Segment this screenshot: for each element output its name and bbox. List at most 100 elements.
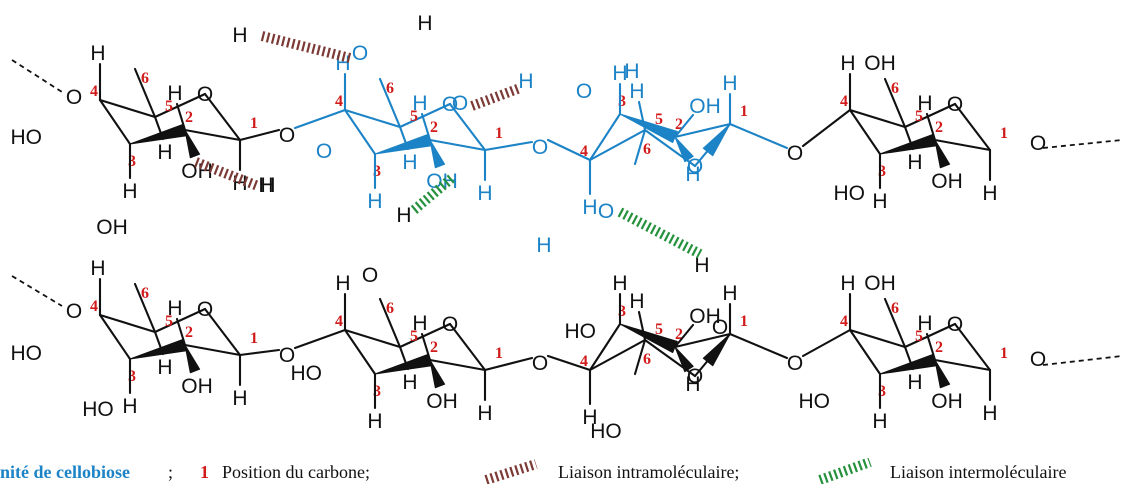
upper-ring-3-bond-c1-o bbox=[702, 123, 731, 157]
lower-ring-4-bond-c4-c5 bbox=[848, 328, 907, 349]
upper-ring-4-bond-o5-c1 bbox=[953, 102, 992, 152]
lower-ring-4-o3: HO bbox=[799, 390, 831, 413]
upper-ring-1-o2: OH bbox=[181, 160, 213, 183]
lower-ring-2-h-inter: H bbox=[396, 204, 411, 227]
upper-ring-3-bond-c4-c5 bbox=[588, 128, 647, 162]
lower-ring-2-bond-c5-c6 bbox=[378, 297, 402, 349]
upper-ring-1-h2: H bbox=[167, 82, 182, 105]
upper-ring-2-bond-c2-oh bbox=[429, 139, 446, 169]
lower-ring-2-bond-c5-h bbox=[398, 345, 410, 371]
lower-ring-1-c1-number: 1 bbox=[250, 330, 258, 347]
lower-ring-2-c5-number: 5 bbox=[410, 328, 418, 345]
lower-ring-1-c2-number: 2 bbox=[185, 324, 193, 341]
upper-ring-1-bond-c2-c1 bbox=[183, 128, 242, 142]
upper-ring-2-h6: H bbox=[417, 12, 432, 35]
upper-ring-3-bond-c5-h bbox=[637, 100, 647, 132]
lower-ring-4-c1-number: 1 bbox=[1000, 345, 1008, 362]
intramolecular-bond-3 bbox=[470, 83, 522, 111]
lower-ring-4-c3-number: 3 bbox=[878, 383, 886, 400]
upper-ring-3-c6-number: 6 bbox=[643, 141, 651, 158]
upper-right-o: O bbox=[1030, 132, 1046, 155]
lower-ring-3-h5: H bbox=[629, 290, 644, 313]
lower-ring-1-bond-o5-c1 bbox=[203, 307, 242, 357]
upper-ring-4-o6: OH bbox=[864, 52, 896, 75]
upper-ring-2-h3: H bbox=[367, 190, 382, 213]
upper-ring-3-h1: H bbox=[722, 72, 737, 95]
upper-ring-1-bond-c4-c5 bbox=[98, 98, 157, 119]
lower-glyco-3-oxygen: O bbox=[787, 352, 803, 375]
lower-ring-1-h1: H bbox=[232, 387, 247, 410]
upper-ring-3-o2: O bbox=[598, 200, 614, 223]
lower-ring-3-ring-oxygen: O bbox=[687, 365, 703, 388]
lower-ring-4-bond-o5-c1 bbox=[953, 322, 992, 372]
lower-ring-2-h5: H bbox=[402, 371, 417, 394]
lower-ring-4-bond-c5-o5 bbox=[903, 322, 957, 349]
lower-ring-4-h3: H bbox=[872, 410, 887, 433]
lower-ring-3-bond-c4-c5 bbox=[588, 338, 647, 372]
upper-ring-2-h2: H bbox=[412, 92, 427, 115]
upper-glyco-3-bond-right bbox=[801, 108, 852, 148]
upper-ring-1-h3: H bbox=[122, 180, 137, 203]
lower-glyco-1-bond-left bbox=[238, 348, 281, 357]
lower-ring-4-c6-number: 6 bbox=[891, 300, 899, 317]
lower-ring-4-bond-c5-h bbox=[903, 345, 915, 371]
lower-ring-1-h5: H bbox=[157, 356, 172, 379]
lower-right-o: O bbox=[1030, 348, 1046, 371]
lower-ring-3-c5-number: 5 bbox=[655, 321, 663, 338]
upper-ring-1-bond-c5-c6 bbox=[133, 67, 157, 119]
lower-ring-1-bond-c5-h bbox=[153, 330, 165, 356]
upper-ring-2-bond-c5-o5 bbox=[398, 102, 452, 129]
upper-ring-4-bond-c2-c1 bbox=[933, 138, 992, 152]
upper-ring-1-bond-c2-h bbox=[175, 102, 187, 132]
upper-ring-4-h4: H bbox=[840, 52, 855, 75]
lower-ring-2-h4: H bbox=[335, 272, 350, 295]
upper-ring-2-bond-o5-c1 bbox=[448, 102, 487, 152]
upper-ring-1-bond-o5-c1 bbox=[203, 92, 242, 142]
upper-ring-2-h1: H bbox=[477, 182, 492, 205]
upper-ring-2-bond-c4-c3 bbox=[343, 108, 377, 156]
lower-ring-4-bond-c5-c6 bbox=[883, 297, 907, 349]
upper-ring-4-bond-c4-c3 bbox=[848, 108, 882, 156]
upper-ring-3-c2-number: 2 bbox=[675, 116, 683, 133]
upper-glyco-3-oxygen: O bbox=[787, 142, 803, 165]
upper-ring-3-h-link: H bbox=[518, 70, 533, 93]
upper-ring-3-bond-c2-c1 bbox=[673, 122, 732, 139]
lower-ring-1-bond-c4-c5 bbox=[98, 313, 157, 334]
upper-ring-2-c4-number: 4 bbox=[335, 93, 343, 110]
upper-ring-1-h-intra: H bbox=[232, 24, 247, 47]
lower-ring-3-bond-c2-c1 bbox=[673, 332, 732, 349]
upper-glyco-3-bond-left bbox=[728, 122, 789, 150]
lower-ring-1-o6: HO bbox=[82, 398, 114, 421]
lower-ring-1-bond-c2-c1 bbox=[183, 343, 242, 357]
lower-ring-1-c5-number: 5 bbox=[165, 313, 173, 330]
upper-ring-2-bond-c5-c6 bbox=[378, 77, 402, 129]
upper-ring-2-h5: H bbox=[402, 151, 417, 174]
upper-ring-3-o2: OH bbox=[689, 95, 721, 118]
lower-ring-4-c5-number: 5 bbox=[915, 328, 923, 345]
lower-ring-3-bond-c5-h bbox=[637, 310, 647, 342]
upper-ring-2-c5-number: 5 bbox=[410, 108, 418, 125]
upper-ring-4-h1: H bbox=[982, 182, 997, 205]
lower-ring-1-o3: HO bbox=[11, 342, 43, 365]
upper-ring-2-o2: OH bbox=[426, 170, 458, 193]
legend-separator: ; bbox=[168, 462, 174, 482]
upper-ring-4-bond-c4-c5 bbox=[848, 108, 907, 129]
lower-ring-3-c6-number: 6 bbox=[643, 351, 651, 368]
lower-ring-1-ring-oxygen: O bbox=[197, 298, 213, 321]
upper-ring-4-bond-c2-h bbox=[925, 112, 937, 142]
upper-ring-3-h6: H bbox=[624, 60, 639, 83]
lower-ring-1-bond-c4-c3 bbox=[98, 313, 132, 361]
lower-ring-3-bond-c2-h bbox=[674, 346, 694, 373]
lower-ring-4-c2-number: 2 bbox=[935, 339, 943, 356]
lower-ring-1-bond-c5-o5 bbox=[153, 307, 207, 334]
legend-inter-swatch bbox=[818, 458, 872, 484]
upper-ring-3-c1-number: 1 bbox=[740, 103, 748, 120]
lower-glyco-3-bond-right bbox=[801, 328, 852, 358]
lower-ring-4-bond-c4-c3 bbox=[848, 328, 882, 376]
upper-ring-3-h3: H bbox=[612, 62, 627, 85]
lower-ring-2-h1: H bbox=[477, 402, 492, 425]
legend-intermolecular: Liaison intermoléculaire bbox=[890, 462, 1067, 482]
upper-ring-1-ring-oxygen: O bbox=[197, 83, 213, 106]
upper-ring-3-bond-c4-c3 bbox=[588, 112, 622, 162]
